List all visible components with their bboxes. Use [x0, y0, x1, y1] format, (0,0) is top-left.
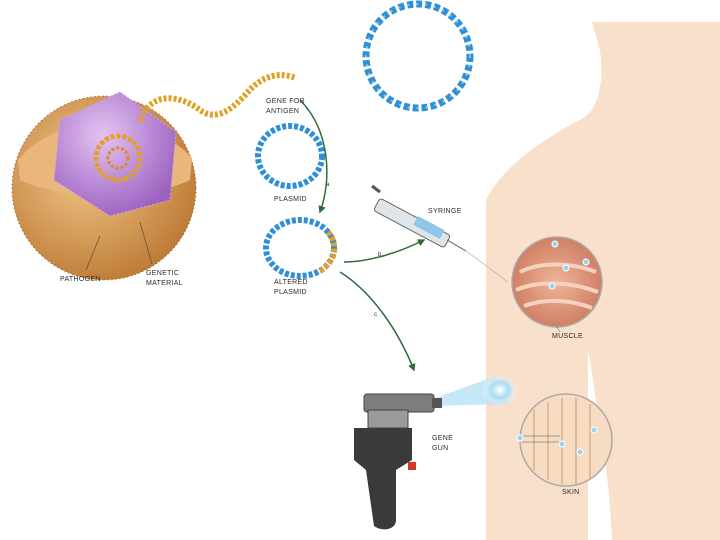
altered-plasmid-label-line2: PLASMID — [274, 289, 307, 296]
muscle-inset — [511, 236, 603, 328]
gene-gun-label-line1: GENE — [432, 435, 453, 442]
gene-gun-label-line2: GUN — [432, 445, 448, 452]
syringe-label: SYRINGE — [428, 208, 462, 215]
gene-strand — [137, 72, 298, 124]
genetic-material-label-line2: MATERIAL — [146, 280, 183, 287]
gene-for-antigen-label-line1: GENE FOR — [266, 98, 305, 105]
gene-gun-spray — [430, 374, 518, 406]
genetic-material-label-line1: GENETIC — [146, 270, 179, 277]
altered-plasmid — [263, 217, 338, 279]
plasmid-label: PLASMID — [274, 196, 307, 203]
arrow-c — [339, 271, 416, 372]
pathogen-cell — [11, 91, 197, 281]
muscle-label: MUSCLE — [552, 333, 583, 340]
arrow-a — [299, 99, 328, 214]
gene-gun — [354, 393, 442, 530]
pathogen-label: PATHOGEN — [60, 276, 101, 283]
altered-plasmid-label-line1: ALTERED — [274, 279, 308, 286]
plasmid — [255, 123, 325, 189]
skin-inset — [516, 393, 613, 487]
step-c-label: c — [374, 312, 377, 318]
step-b-label: b — [378, 252, 382, 258]
arrow-b — [343, 239, 426, 263]
syringe — [371, 184, 509, 283]
capsid — [54, 92, 176, 216]
large-plasmid-ring — [362, 0, 474, 112]
gene-for-antigen-label-line2: ANTIGEN — [266, 108, 299, 115]
skin-label: SKIN — [562, 489, 580, 496]
step-a-label: a — [326, 182, 330, 188]
